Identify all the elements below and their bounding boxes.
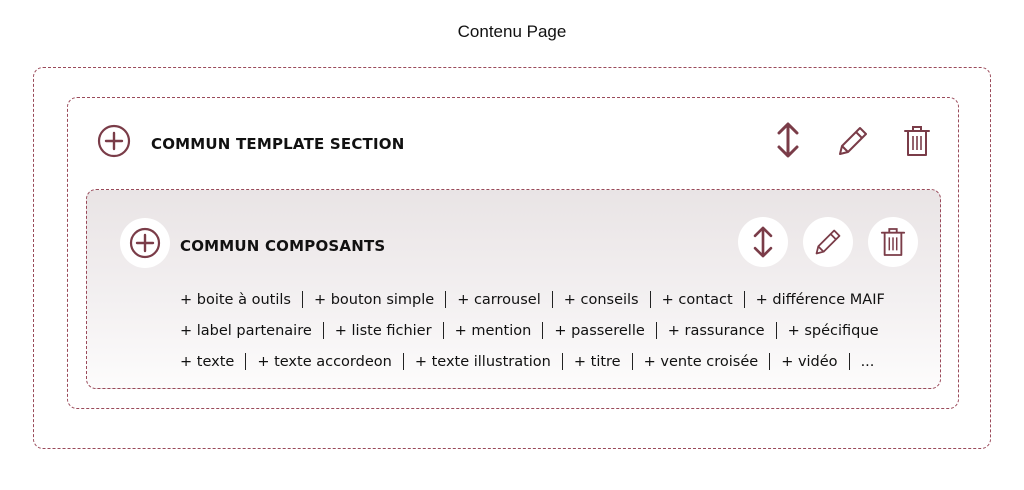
component-link[interactable]: + vidéo	[781, 353, 838, 370]
separator	[542, 322, 544, 339]
separator	[402, 353, 404, 370]
add-component-button[interactable]	[120, 218, 170, 268]
separator	[322, 322, 324, 339]
component-row: + texte + texte accordeon + texte illust…	[180, 346, 920, 377]
separator	[445, 291, 447, 308]
component-link[interactable]: + liste fichier	[334, 322, 432, 339]
add-section-button[interactable]	[97, 124, 131, 158]
component-link[interactable]: + différence MAIF	[755, 291, 885, 308]
edit-section-button[interactable]	[836, 124, 870, 158]
vertical-arrows-icon	[777, 122, 799, 158]
component-link[interactable]: + rassurance	[667, 322, 765, 339]
page-title: Contenu Page	[457, 22, 567, 41]
component-link[interactable]: + carrousel	[457, 291, 541, 308]
component-link[interactable]: + texte accordeon	[257, 353, 392, 370]
edit-component-button[interactable]	[803, 217, 853, 267]
component-link[interactable]: + mention	[454, 322, 532, 339]
plus-circle-icon	[97, 124, 131, 158]
component-link[interactable]: + vente croisée	[643, 353, 759, 370]
separator	[442, 322, 444, 339]
components-title: COMMUN COMPOSANTS	[180, 237, 386, 255]
separator	[649, 291, 651, 308]
components-block: COMMUN COMPOSANTS + boite à outils + bo	[86, 189, 941, 389]
separator	[743, 291, 745, 308]
trash-icon	[880, 228, 906, 256]
vertical-arrows-icon	[753, 226, 773, 258]
delete-component-button[interactable]	[868, 217, 918, 267]
more-components-link[interactable]: ...	[860, 353, 875, 370]
component-link[interactable]: + bouton simple	[313, 291, 435, 308]
separator	[631, 353, 633, 370]
separator	[551, 291, 553, 308]
component-link[interactable]: + texte illustration	[414, 353, 551, 370]
separator	[561, 353, 563, 370]
separator	[301, 291, 303, 308]
separator	[769, 353, 771, 370]
component-link[interactable]: + boite à outils	[180, 291, 291, 308]
component-list: + boite à outils + bouton simple + carro…	[180, 284, 920, 377]
delete-section-button[interactable]	[903, 124, 931, 158]
page-content-container	[33, 67, 991, 449]
component-link[interactable]: + texte	[180, 353, 235, 370]
component-row: + label partenaire + liste fichier + men…	[180, 315, 920, 346]
component-link[interactable]: + conseils	[563, 291, 639, 308]
section-header: COMMUN TEMPLATE SECTION	[68, 98, 958, 188]
separator	[775, 322, 777, 339]
component-link[interactable]: + contact	[661, 291, 733, 308]
component-link[interactable]: + spécifique	[787, 322, 879, 339]
component-link[interactable]: + passerelle	[554, 322, 645, 339]
move-section-button[interactable]	[771, 120, 805, 160]
component-row: + boite à outils + bouton simple + carro…	[180, 284, 920, 315]
template-section: COMMUN TEMPLATE SECTION	[67, 97, 959, 409]
separator	[848, 353, 850, 370]
pencil-icon	[839, 127, 867, 155]
separator	[655, 322, 657, 339]
component-link[interactable]: + titre	[573, 353, 621, 370]
trash-icon	[904, 126, 930, 156]
plus-circle-icon	[129, 227, 161, 259]
separator	[245, 353, 247, 370]
pencil-icon	[815, 229, 841, 255]
section-title: COMMUN TEMPLATE SECTION	[151, 135, 405, 153]
component-link[interactable]: + label partenaire	[180, 322, 312, 339]
move-component-button[interactable]	[738, 217, 788, 267]
